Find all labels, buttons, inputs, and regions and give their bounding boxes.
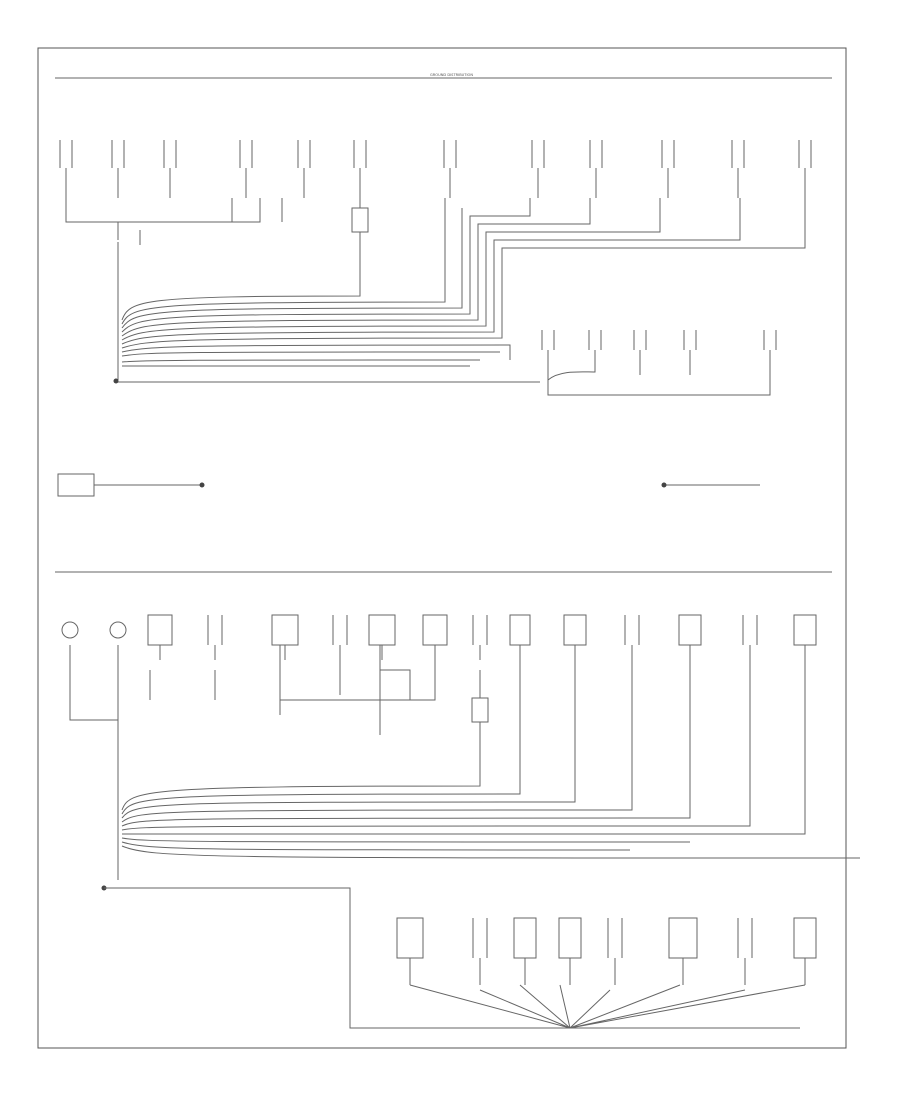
bottom-component-1 bbox=[109, 621, 127, 660]
bottom-component-4 bbox=[271, 614, 299, 660]
top-lower-component-3 bbox=[683, 330, 697, 360]
top-component-2 bbox=[163, 140, 177, 198]
bottom-component-12 bbox=[678, 614, 702, 660]
top-lower-component-1 bbox=[588, 330, 602, 360]
bottom-lower-component-1 bbox=[472, 918, 488, 985]
component-symbol bbox=[793, 614, 817, 646]
top-component-11 bbox=[798, 140, 812, 198]
ground-point-top bbox=[113, 378, 119, 384]
top-component-3 bbox=[239, 140, 253, 198]
inline-resistor-bottom bbox=[471, 697, 489, 723]
top-harness bbox=[65, 195, 806, 396]
bottom-lower-component-7 bbox=[793, 917, 817, 985]
component-symbol bbox=[111, 140, 125, 168]
component-symbol bbox=[558, 917, 582, 959]
component-symbol bbox=[271, 614, 299, 646]
component-symbol bbox=[239, 140, 253, 168]
component-symbol bbox=[633, 330, 647, 350]
bottom-component-14 bbox=[793, 614, 817, 660]
component-symbol bbox=[589, 140, 603, 168]
component-symbol bbox=[798, 140, 812, 168]
inline-resistor bbox=[351, 207, 369, 233]
component-symbol bbox=[472, 615, 488, 645]
component-symbol bbox=[443, 140, 457, 168]
component-symbol bbox=[297, 140, 311, 168]
top-component-0 bbox=[59, 140, 73, 198]
top-component-9 bbox=[661, 140, 675, 198]
component-symbol bbox=[109, 621, 127, 639]
top-component-1 bbox=[111, 140, 125, 198]
top-upper-components bbox=[59, 140, 812, 198]
top-component-6 bbox=[443, 140, 457, 198]
component-symbol bbox=[61, 621, 79, 639]
component-symbol bbox=[742, 615, 758, 645]
component-symbol bbox=[731, 140, 745, 168]
component-symbol bbox=[147, 614, 173, 646]
component-symbol bbox=[607, 918, 623, 958]
component-symbol bbox=[668, 917, 698, 959]
left-connector-block bbox=[57, 473, 95, 497]
bottom-component-7 bbox=[422, 614, 448, 660]
component-symbol bbox=[793, 917, 817, 959]
bottom-component-0 bbox=[61, 621, 79, 660]
top-header: GROUND DISTRIBUTION bbox=[430, 73, 473, 77]
component-symbol bbox=[513, 917, 537, 959]
component-symbol bbox=[59, 140, 73, 168]
mid-connectors bbox=[57, 473, 760, 497]
component-symbol bbox=[763, 330, 777, 350]
component-symbol bbox=[368, 614, 396, 646]
diagram-frame bbox=[37, 47, 847, 1049]
bottom-lower-component-3 bbox=[558, 917, 582, 985]
component-symbol bbox=[422, 614, 448, 646]
component-symbol bbox=[563, 614, 587, 646]
top-component-7 bbox=[531, 140, 545, 198]
bottom-component-13 bbox=[742, 615, 758, 660]
component-symbol bbox=[353, 140, 367, 168]
component-symbol bbox=[661, 140, 675, 168]
top-lower-component-4 bbox=[763, 330, 777, 360]
top-component-10 bbox=[731, 140, 745, 198]
component-symbol bbox=[472, 918, 488, 958]
component-symbol bbox=[163, 140, 177, 168]
component-symbol bbox=[737, 918, 753, 958]
top-lower-component-2 bbox=[633, 330, 647, 360]
top-component-8 bbox=[589, 140, 603, 198]
component-symbol bbox=[332, 615, 348, 645]
bottom-component-11 bbox=[624, 615, 640, 660]
component-symbol bbox=[207, 615, 223, 645]
component-symbol bbox=[509, 614, 531, 646]
component-symbol bbox=[624, 615, 640, 645]
top-lower-components bbox=[541, 330, 777, 360]
bottom-lower-component-0 bbox=[396, 917, 424, 985]
bottom-lower-components bbox=[396, 917, 817, 985]
bottom-component-3 bbox=[207, 615, 223, 660]
bottom-lower-component-5 bbox=[668, 917, 698, 985]
component-symbol bbox=[588, 330, 602, 350]
bottom-component-8 bbox=[472, 615, 488, 660]
top-component-5 bbox=[353, 140, 367, 198]
bottom-lower-component-6 bbox=[737, 918, 753, 985]
component-symbol bbox=[396, 917, 424, 959]
ground-point-left-mid bbox=[199, 482, 205, 488]
bottom-component-2 bbox=[147, 614, 173, 660]
component-symbol bbox=[678, 614, 702, 646]
bottom-lower-component-2 bbox=[513, 917, 537, 985]
component-symbol bbox=[541, 330, 555, 350]
bottom-harness bbox=[69, 645, 861, 1029]
bottom-upper-components bbox=[61, 614, 817, 660]
ground-point-right-mid bbox=[661, 482, 667, 488]
bottom-component-9 bbox=[509, 614, 531, 660]
component-symbol bbox=[531, 140, 545, 168]
bottom-lower-component-4 bbox=[607, 918, 623, 985]
top-component-4 bbox=[297, 140, 311, 198]
bottom-component-10 bbox=[563, 614, 587, 660]
bottom-component-6 bbox=[368, 614, 396, 660]
component-symbol bbox=[683, 330, 697, 350]
top-lower-component-0 bbox=[541, 330, 555, 360]
